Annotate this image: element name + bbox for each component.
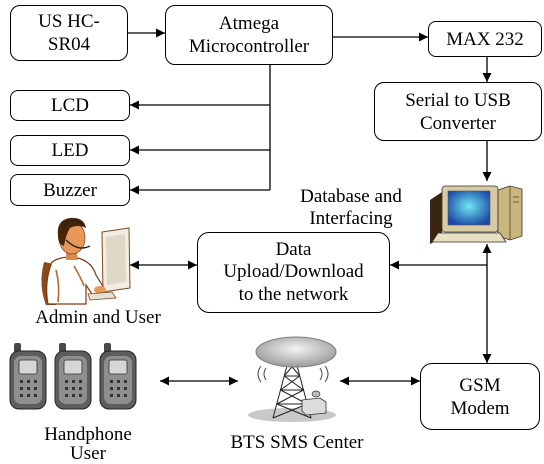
bts-tower-lattice (272, 350, 312, 419)
data-transfer-label-line: to the network (238, 283, 349, 305)
data-transfer-box: Data Upload/Download to the network (197, 232, 390, 313)
microcontroller-label-line: Atmega (218, 13, 280, 34)
computer-tower-details (509, 186, 519, 240)
computer-shadow (430, 192, 442, 244)
handphone-icon (54, 343, 92, 410)
desk-keyboard (87, 291, 117, 301)
computer-keyboard (431, 232, 507, 243)
admin-label-line: Admin and User (35, 307, 161, 328)
database-label-line: Interfacing (309, 208, 393, 229)
bts-equipment-shelter (301, 397, 327, 416)
buzzer-label: Buzzer (43, 179, 97, 201)
gsm-modem-box: GSM Modem (420, 363, 540, 430)
microcontroller-box: Atmega Microcontroller (165, 5, 333, 65)
bts-dish (311, 390, 321, 398)
handphone-user-label: Handphone User (28, 425, 148, 463)
phone-screen (108, 359, 128, 375)
data-transfer-label-line: Data (275, 238, 312, 260)
bts-tower-icon (248, 336, 337, 422)
lcd-box: LCD (10, 90, 130, 121)
desk-monitor-back (106, 234, 126, 285)
connectors (128, 28, 492, 386)
database-interfacing-label: Database and Interfacing (290, 186, 412, 230)
admin-user-icon (41, 217, 131, 305)
buzzer-box: Buzzer (10, 174, 130, 206)
handphone-label-line: User (70, 443, 106, 464)
data-transfer-label-line: Upload/Download (223, 261, 364, 283)
led-label: LED (51, 140, 89, 161)
headset (61, 219, 91, 249)
handphone-icon (99, 343, 137, 410)
led-box: LED (10, 135, 130, 166)
user-hand (94, 286, 106, 294)
shirt-shading (55, 265, 85, 303)
usb-converter-label-line: Converter (420, 112, 496, 134)
database-label-line: Database and (300, 186, 402, 207)
handphone-icon (9, 343, 47, 410)
gsm-modem-label-line: GSM (459, 374, 501, 396)
phone-keypad (20, 380, 37, 397)
max232-label: MAX 232 (446, 28, 524, 50)
phone-keypad (65, 380, 82, 397)
usb-converter-box: Serial to USB Converter (374, 82, 542, 141)
sensor-label-line: US HC- (38, 11, 100, 32)
gsm-modem-label-line: Modem (450, 397, 510, 419)
lcd-label: LCD (51, 95, 89, 116)
phone-keypad (110, 380, 127, 397)
sensor-label-line: SR04 (47, 34, 91, 55)
handphone-label-line: Handphone (44, 424, 132, 445)
bts-sms-center-label: BTS SMS Center (212, 432, 382, 454)
usb-converter-label-line: Serial to USB (405, 89, 511, 111)
bts-signal-waves (257, 365, 329, 383)
max232-box: MAX 232 (428, 21, 542, 57)
phone-screen (63, 359, 83, 375)
admin-user-label: Admin and User (19, 307, 177, 329)
sensor-box: US HC- SR04 (10, 5, 128, 61)
computer-screen (447, 190, 491, 226)
bts-label-line: BTS SMS Center (230, 432, 364, 453)
computer-icon (430, 185, 523, 244)
phone-screen (18, 359, 38, 375)
sms-center-cloud (255, 336, 337, 368)
microcontroller-label-line: Microcontroller (188, 36, 310, 57)
